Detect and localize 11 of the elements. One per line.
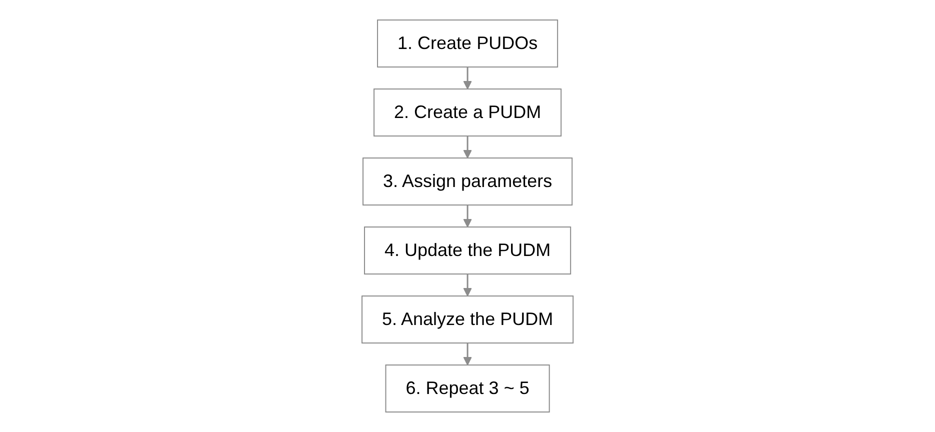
arrow: [463, 67, 472, 90]
node-box: 3. Assign parameters: [362, 158, 573, 206]
node-box: 2. Create a PUDM: [373, 88, 562, 136]
arrow: [463, 343, 472, 366]
node-box: 4. Update the PUDM: [364, 226, 572, 274]
node-box: 6. Repeat 3 ~ 5: [385, 364, 550, 412]
arrow: [463, 136, 472, 158]
arrow: [463, 205, 472, 228]
arrow: [463, 274, 472, 296]
node-box: 5. Analyze the PUDM: [361, 296, 574, 344]
node-box: 1. Create PUDOs: [376, 20, 558, 68]
